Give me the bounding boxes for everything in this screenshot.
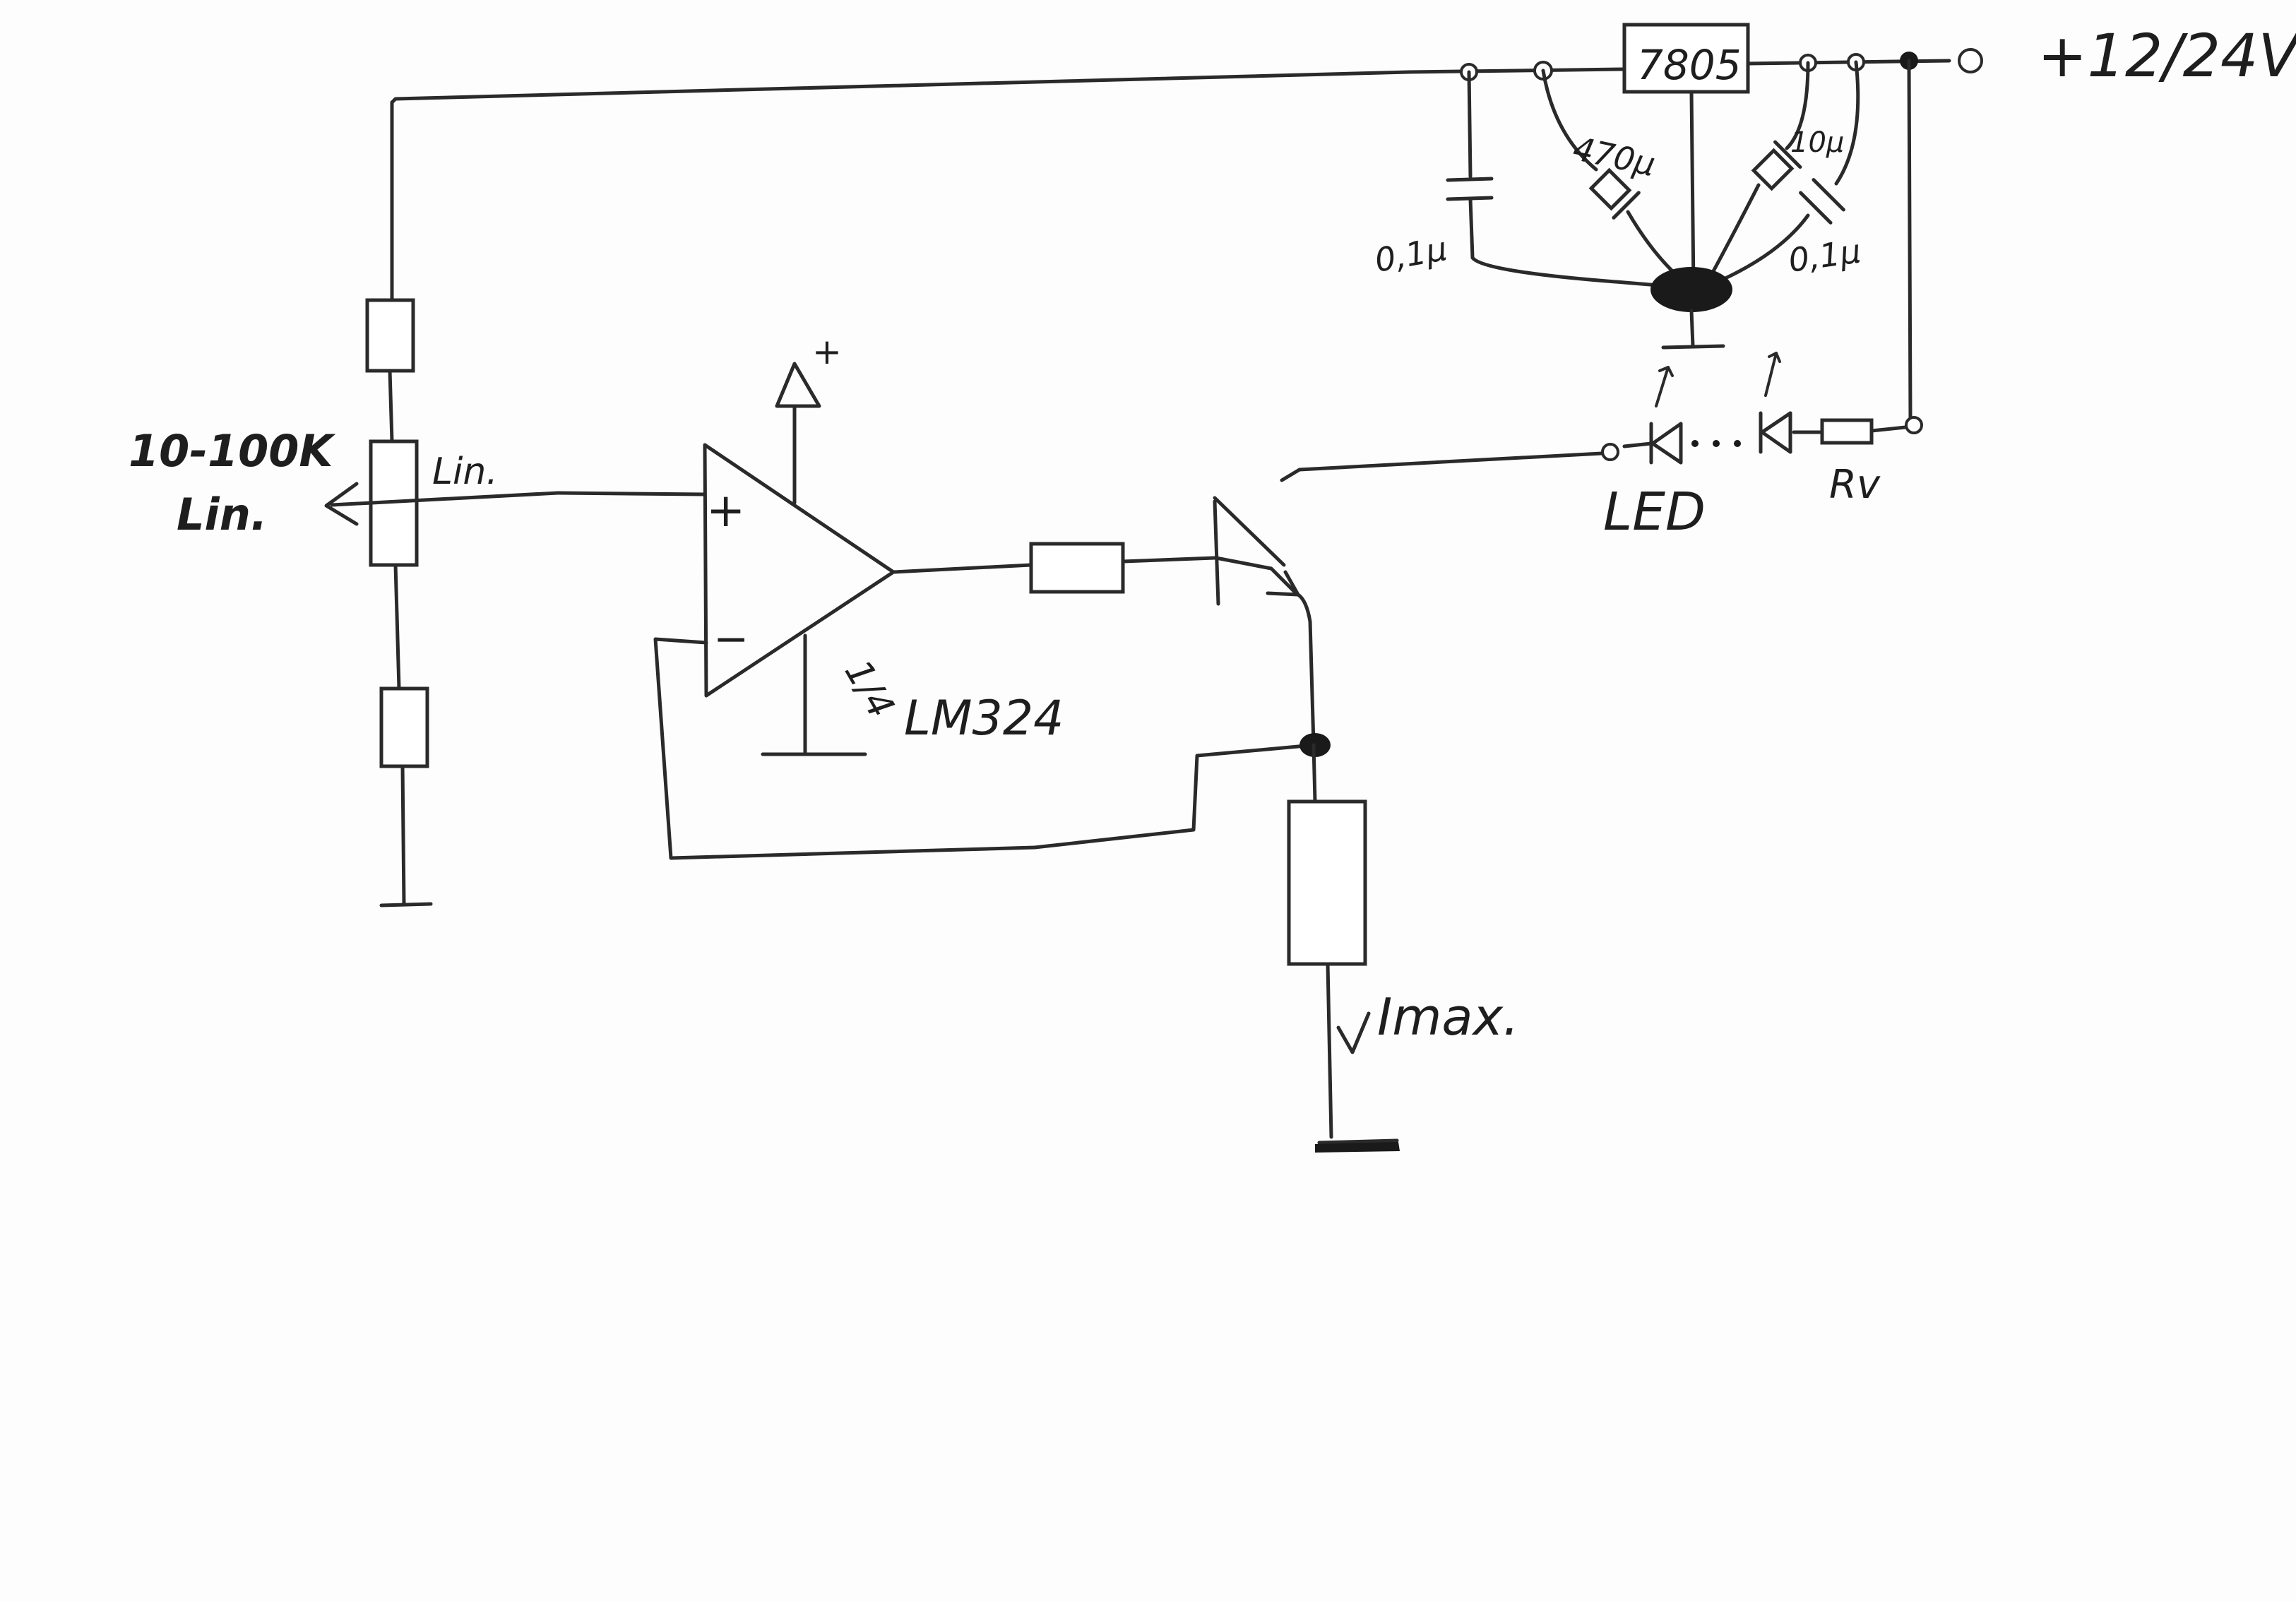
base-resistor [891, 542, 1217, 594]
opamp-minus-label: − [713, 614, 749, 664]
supply-terminal [1958, 48, 1983, 73]
series-resistor-rv [1820, 418, 1874, 445]
bottom-resistor [379, 686, 429, 768]
led-terminal [1601, 443, 1619, 461]
current-label: Imax. [1377, 987, 1519, 1047]
cap-10u-label: 10µ [1790, 126, 1844, 159]
regulator-label: 7805 [1637, 41, 1742, 89]
pot-type-label-right: Lin. [432, 451, 498, 493]
npn-transistor [1213, 451, 1604, 747]
opamp-part-label: LM324 [904, 691, 1064, 746]
supply-label: +12/24V [2038, 21, 2296, 90]
regulator-ground [1650, 267, 1732, 350]
led-label: LED [1603, 482, 1706, 542]
opamp-plus-label: + [706, 483, 745, 537]
opamp-lm324 [556, 362, 1037, 860]
opamp-supply-label: + [812, 331, 842, 372]
input-capacitors [1446, 69, 1683, 288]
pot-type-label-left: Lin. [177, 489, 267, 540]
output-capacitors [1707, 60, 1860, 285]
potentiometer-divider [324, 100, 560, 907]
emitter-resistor [1287, 799, 1367, 966]
regulator-7805 [1622, 23, 1750, 292]
pot-value-label: 10-100K [129, 425, 335, 477]
right-rail [1792, 59, 1923, 445]
rv-label: Rv [1829, 462, 1881, 508]
emitter-node [1033, 733, 1400, 1153]
top-resistor [365, 298, 415, 373]
